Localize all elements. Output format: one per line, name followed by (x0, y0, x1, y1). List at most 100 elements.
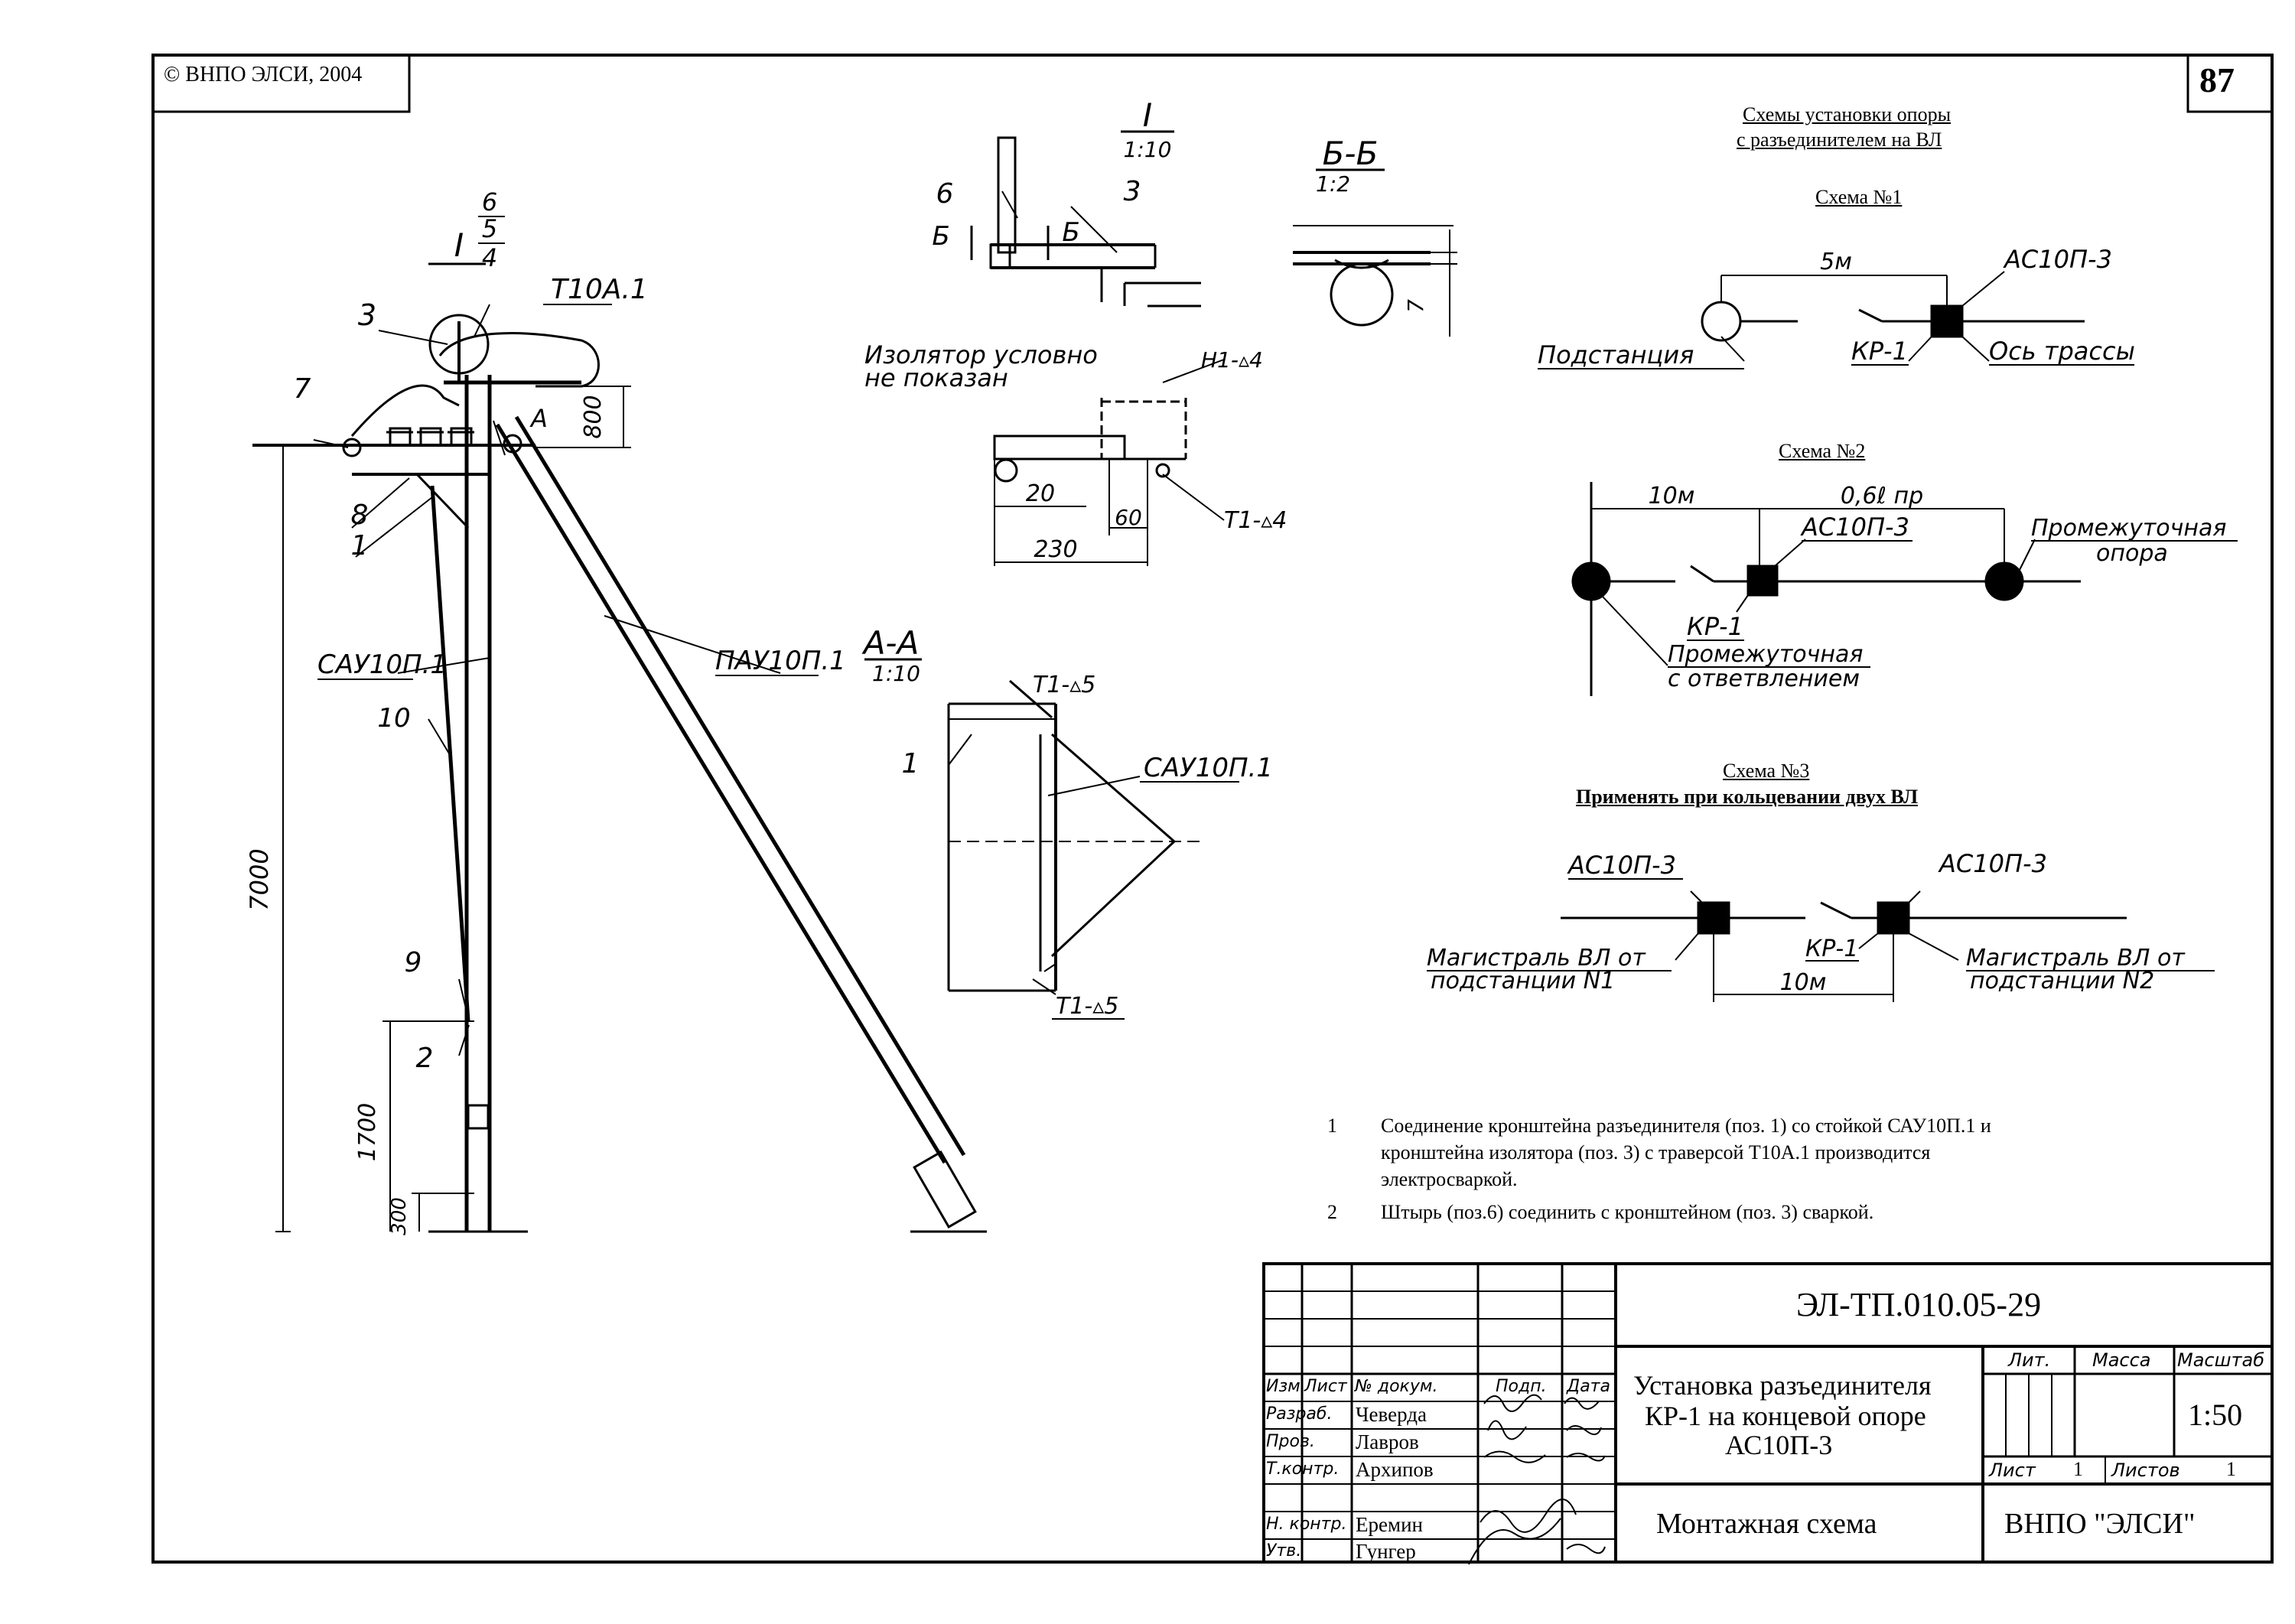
pole-label-pos9: 9 (405, 947, 422, 978)
pole-label-pos4: 4 (482, 243, 497, 272)
scheme2-intermediate-line2: опора (2096, 540, 2168, 567)
scheme2-branch-line2: с ответвлением (1668, 666, 1860, 692)
page-number-box (2186, 54, 2274, 113)
note2-number: 2 (1327, 1201, 1337, 1223)
scheme2-kr: КР-1 (1687, 612, 1743, 641)
name-approver: Гунгер (1356, 1540, 1416, 1563)
drawing-name-line3: АС10П-3 (1725, 1430, 1833, 1460)
sheets-label: Листов (2111, 1460, 2180, 1481)
pole-label-stand: САУ10П.1 (317, 649, 447, 680)
section-BB-scale: 1:2 (1316, 171, 1350, 197)
pole-label-pos3: 3 (358, 298, 376, 332)
section-AA-scale: 1:10 (872, 661, 920, 686)
detail-I-weld1: Н1-▵4 (1201, 347, 1263, 373)
detail-I-dim20: 20 (1026, 480, 1055, 507)
dim-7000: 7000 (245, 848, 274, 910)
pole-label-pos8: 8 (351, 500, 369, 531)
name-developer: Чеверда (1356, 1403, 1427, 1426)
pole-label-section-A: А (529, 404, 548, 433)
name-tech-control: Архипов (1356, 1458, 1434, 1481)
note1-number: 1 (1327, 1115, 1337, 1137)
scheme3-dim: 10м (1780, 969, 1827, 996)
scheme2-branch-line1: Промежуточная (1668, 641, 1863, 668)
scheme3-title: Схема №3 (1723, 760, 1810, 782)
pole-view (252, 304, 987, 1233)
detail-I-scale: 1:10 (1124, 137, 1172, 162)
name-norm-control: Еремин (1356, 1513, 1423, 1536)
scheme3-drawing (1561, 890, 2127, 1002)
scheme2-dim10: 10м (1649, 483, 1695, 509)
col-header-doc-no: № докум. (1355, 1377, 1438, 1396)
dim-300: 300 (388, 1197, 411, 1235)
section-AA-title: А-А (861, 624, 920, 662)
drawing-name-line2: КР-1 на концевой опоре (1645, 1401, 1926, 1431)
mass-label: Масса (2092, 1349, 2151, 1371)
col-header-izm: Изм (1266, 1377, 1300, 1396)
copyright-box (151, 54, 411, 113)
pole-label-node-I: I (454, 226, 464, 264)
role-checker: Пров. (1266, 1432, 1315, 1451)
section-AA-weld-bottom: Т1-▵5 (1056, 993, 1118, 1020)
pole-label-pos10: 10 (377, 703, 410, 734)
detail-I-title: I (1143, 96, 1152, 134)
pole-label-pos5: 5 (482, 214, 497, 243)
scheme3-subtitle: Применять при кольцевании двух ВЛ (1576, 786, 1919, 808)
drawing-name-line1: Установка разъединителя (1633, 1370, 1932, 1401)
note1-line2: кронштейна изолятора (поз. 3) с траверсо… (1381, 1141, 1931, 1163)
schemes-header-line2: с разъединителем на ВЛ (1737, 129, 1942, 151)
detail-I-dim60: 60 (1115, 505, 1142, 530)
section-BB-title: Б-Б (1323, 135, 1379, 172)
scheme1-axis: Ось трассы (1989, 337, 2135, 366)
dim-1700: 1700 (354, 1103, 381, 1161)
scheme3-kr: КР-1 (1805, 936, 1858, 962)
detail-I-pos6: 6 (936, 178, 954, 210)
pole-label-pos2: 2 (416, 1043, 434, 1074)
detail-I-pos3: 3 (1124, 176, 1141, 207)
section-AA-pos1: 1 (902, 748, 920, 779)
dim-800: 800 (580, 395, 607, 438)
scheme1-dim: 5м (1820, 249, 1852, 275)
pole-label-pos1: 1 (351, 530, 369, 561)
scheme1-kr: КР-1 (1851, 337, 1908, 366)
role-approver: Утв. (1266, 1541, 1302, 1561)
scheme3-switch-right: АС10П-3 (1938, 849, 2047, 878)
pole-label-pos6: 6 (482, 187, 497, 216)
detail-I-weld2: Т1-▵4 (1224, 507, 1287, 534)
sheet-frame (151, 54, 2274, 1564)
sheet-label: Лист (1989, 1460, 2036, 1481)
note1-line1: Соединение кронштейна разъединителя (поз… (1381, 1115, 1991, 1137)
lit-label: Лит. (2008, 1349, 2051, 1371)
role-tech-control: Т.контр. (1266, 1460, 1340, 1479)
section-BB-drawing (1293, 225, 1457, 337)
section-BB-dim7: 7 (1403, 299, 1428, 313)
note2-line1: Штырь (поз.6) соединить с кронштейном (п… (1381, 1201, 1874, 1223)
scheme2-title: Схема №2 (1779, 440, 1866, 462)
sheets-value: 1 (2226, 1458, 2236, 1480)
schemes-header-line1: Схемы установки опоры (1743, 103, 1952, 125)
section-AA-stand: САУ10П.1 (1144, 753, 1273, 783)
copyright-text: © ВНПО ЭЛСИ, 2004 (164, 63, 363, 86)
section-AA-weld-top: Т1-▵5 (1033, 672, 1095, 698)
role-norm-control: Н. контр. (1266, 1515, 1347, 1534)
col-header-sign: Подп. (1496, 1377, 1547, 1396)
detail-I-note-line2: не показан (864, 363, 1008, 392)
detail-I-section-B-left: Б (932, 221, 949, 252)
scheme1-switch-pole: АС10П-3 (2003, 245, 2112, 274)
col-header-list: Лист (1304, 1377, 1347, 1396)
section-AA-drawing (947, 679, 1201, 995)
scheme3-main-left-line2: подстанции N1 (1431, 968, 1615, 994)
scheme3-main-right-line2: подстанции N2 (1970, 968, 2154, 994)
detail-I-drawing (970, 136, 1225, 566)
drawing-type: Монтажная схема (1656, 1508, 1877, 1540)
title-block-grid (1262, 1262, 2274, 1565)
detail-I-dim230: 230 (1034, 536, 1077, 563)
organization: ВНПО "ЭЛСИ" (2004, 1508, 2196, 1540)
scheme2-dim-span: 0,6ℓ пр (1841, 483, 1923, 509)
scheme2-switch-pole: АС10П-3 (1800, 513, 1909, 542)
role-developer: Разраб. (1266, 1404, 1333, 1424)
note1-line3: электросваркой. (1381, 1168, 1518, 1190)
page-number: 87 (2199, 60, 2235, 99)
scheme1-title: Схема №1 (1815, 186, 1903, 208)
